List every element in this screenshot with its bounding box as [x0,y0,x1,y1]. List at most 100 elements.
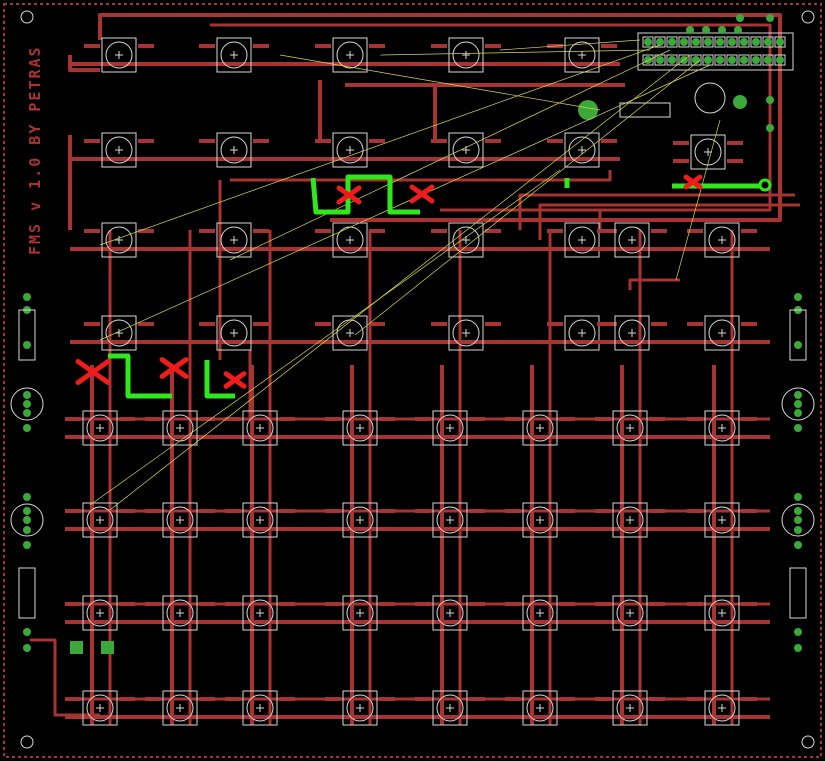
led-outline [448,132,484,168]
led-pad [431,62,447,66]
led-footprint [65,502,135,538]
led-footprint [505,595,575,631]
led-footprint [199,222,269,258]
led-lens [526,599,554,627]
header-pin-outline [654,36,666,48]
led-pad [84,44,100,48]
led-footprint [415,410,485,446]
led-footprint [84,315,154,351]
led-lens [105,319,133,347]
led-pad [595,620,611,624]
led-outline [564,222,600,258]
resistor-outline [789,309,807,361]
header-pin [680,38,688,46]
header-pin [776,56,784,64]
led-pad [687,527,703,531]
led-lens [708,414,736,442]
header-pin-outline [666,54,678,66]
cut-mark [409,184,435,204]
led-pad [741,509,757,513]
led-outline [704,410,740,446]
via-pad [702,26,710,34]
led-pad [84,62,100,66]
led-pad [379,417,395,421]
led-pad [279,620,295,624]
led-lens [246,599,274,627]
led-pad [741,340,757,344]
led-pad [505,435,521,439]
led-pad [547,340,563,344]
side-pad [794,293,802,301]
airwire [89,169,561,506]
led-pad [199,697,215,701]
smd-pad [101,641,114,654]
led-pad [199,509,215,513]
via-pad [718,26,726,34]
led-lens [246,694,274,722]
led-outline [101,132,137,168]
copper-trace [230,170,612,182]
header-pin-outline [714,36,726,48]
led-pad [741,322,757,326]
led-pad [559,697,575,701]
led-lens [436,599,464,627]
led-pad [315,322,331,326]
mounting-hole [801,10,815,24]
led-pad [469,715,485,719]
led-pad [741,435,757,439]
led-pad [279,417,295,421]
led-pad [469,697,485,701]
led-lens [105,136,133,164]
copper-trace [538,203,800,240]
led-footprint [597,315,667,351]
led-pad [145,715,161,719]
button-pad [794,541,802,549]
led-lens [708,694,736,722]
led-pad [315,340,331,344]
led-pad [651,340,667,344]
led-pad [559,527,575,531]
led-pad [687,509,703,513]
led-footprint [325,690,395,726]
led-pad [84,322,100,326]
led-footprint [687,595,757,631]
led-pad [225,417,241,421]
led-pad [369,340,385,344]
led-pad [379,620,395,624]
side-pad [23,293,31,301]
led-outline [690,134,726,170]
led-outline [242,502,278,538]
led-pad [199,417,215,421]
led-outline [522,595,558,631]
header-pin [656,38,664,46]
led-pad [595,527,611,531]
led-footprint [687,222,757,258]
led-pad [415,435,431,439]
led-pad [431,139,447,143]
led-footprint [199,132,269,168]
led-pad [199,62,215,66]
led-pad [65,697,81,701]
led-lens [616,694,644,722]
led-pad [741,247,757,251]
side-pad [794,341,802,349]
via-pad [686,26,694,34]
led-lens [526,414,554,442]
led-lens [694,138,722,166]
led-pad [485,157,501,161]
led-outline [82,595,118,631]
led-pad [379,435,395,439]
led-outline [448,315,484,351]
led-pad [649,509,665,513]
led-outline [332,315,368,351]
led-outline [614,315,650,351]
led-pad [431,229,447,233]
led-pad [145,509,161,513]
led-pad [119,417,135,421]
led-pad [559,715,575,719]
mounting-hole [20,735,34,749]
led-pad [369,139,385,143]
led-pad [595,697,611,701]
led-lens [220,136,248,164]
